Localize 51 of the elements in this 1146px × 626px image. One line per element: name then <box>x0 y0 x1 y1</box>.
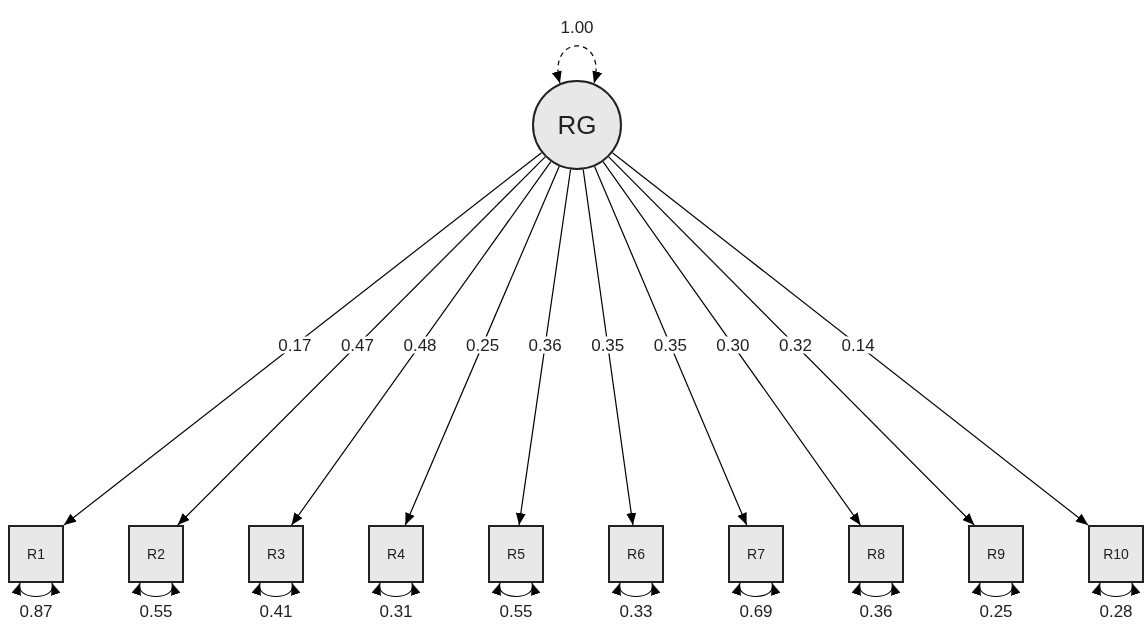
variance-arrow <box>13 582 59 598</box>
edge-label: 0.25 <box>465 336 501 354</box>
edge-label: 0.30 <box>715 336 751 354</box>
observed-box: R9 <box>968 525 1024 583</box>
edge-label: 0.47 <box>339 336 375 354</box>
edge-label: 0.33 <box>618 602 654 620</box>
observed-box: R4 <box>368 525 424 583</box>
arrow <box>602 161 862 526</box>
edge-label: 0.36 <box>858 602 894 620</box>
edge-label: 0.14 <box>840 336 876 354</box>
edge-label: 0.25 <box>978 602 1014 620</box>
observed-box: R10 <box>1088 525 1144 583</box>
arrow <box>608 156 975 526</box>
observed-box: R3 <box>248 525 304 583</box>
edge-label: 0.32 <box>777 336 813 354</box>
edge-label: 0.35 <box>590 336 626 354</box>
variance-arrow <box>973 582 1019 598</box>
variance-arrow <box>853 582 899 598</box>
arrow <box>290 161 552 526</box>
edge-label: 0.28 <box>1098 602 1134 620</box>
edge-label: 0.36 <box>527 336 563 354</box>
variance-arrow <box>493 582 539 598</box>
edge-label: 0.35 <box>652 336 688 354</box>
observed-box: R8 <box>848 525 904 583</box>
edge-label: 0.31 <box>378 602 414 620</box>
observed-box: R2 <box>128 525 184 583</box>
arrow <box>582 168 637 526</box>
edge-label: 0.41 <box>258 602 294 620</box>
edge-label: 0.69 <box>738 602 774 620</box>
variance-arrow <box>613 582 659 598</box>
edge-label: 0.55 <box>138 602 174 620</box>
arrow <box>515 168 572 526</box>
variance-arrow <box>133 582 179 598</box>
observed-box: R5 <box>488 525 544 583</box>
observed-box: R6 <box>608 525 664 583</box>
observed-box: R7 <box>728 525 784 583</box>
variance-arrow <box>253 582 299 598</box>
observed-box: R1 <box>8 525 64 583</box>
arrow <box>63 152 543 526</box>
variance-arrow <box>733 582 779 598</box>
arrow <box>177 156 546 526</box>
arrow <box>404 165 560 526</box>
arrow <box>593 165 748 526</box>
variance-arrow <box>373 582 419 598</box>
edge-label: 0.87 <box>18 602 54 620</box>
variance-arrow <box>1093 582 1139 598</box>
edge-label: 0.55 <box>498 602 534 620</box>
edge-label: 1.00 <box>559 18 595 36</box>
edge-label: 0.17 <box>277 336 313 354</box>
arrow <box>611 152 1089 526</box>
edge-label: 0.48 <box>402 336 438 354</box>
